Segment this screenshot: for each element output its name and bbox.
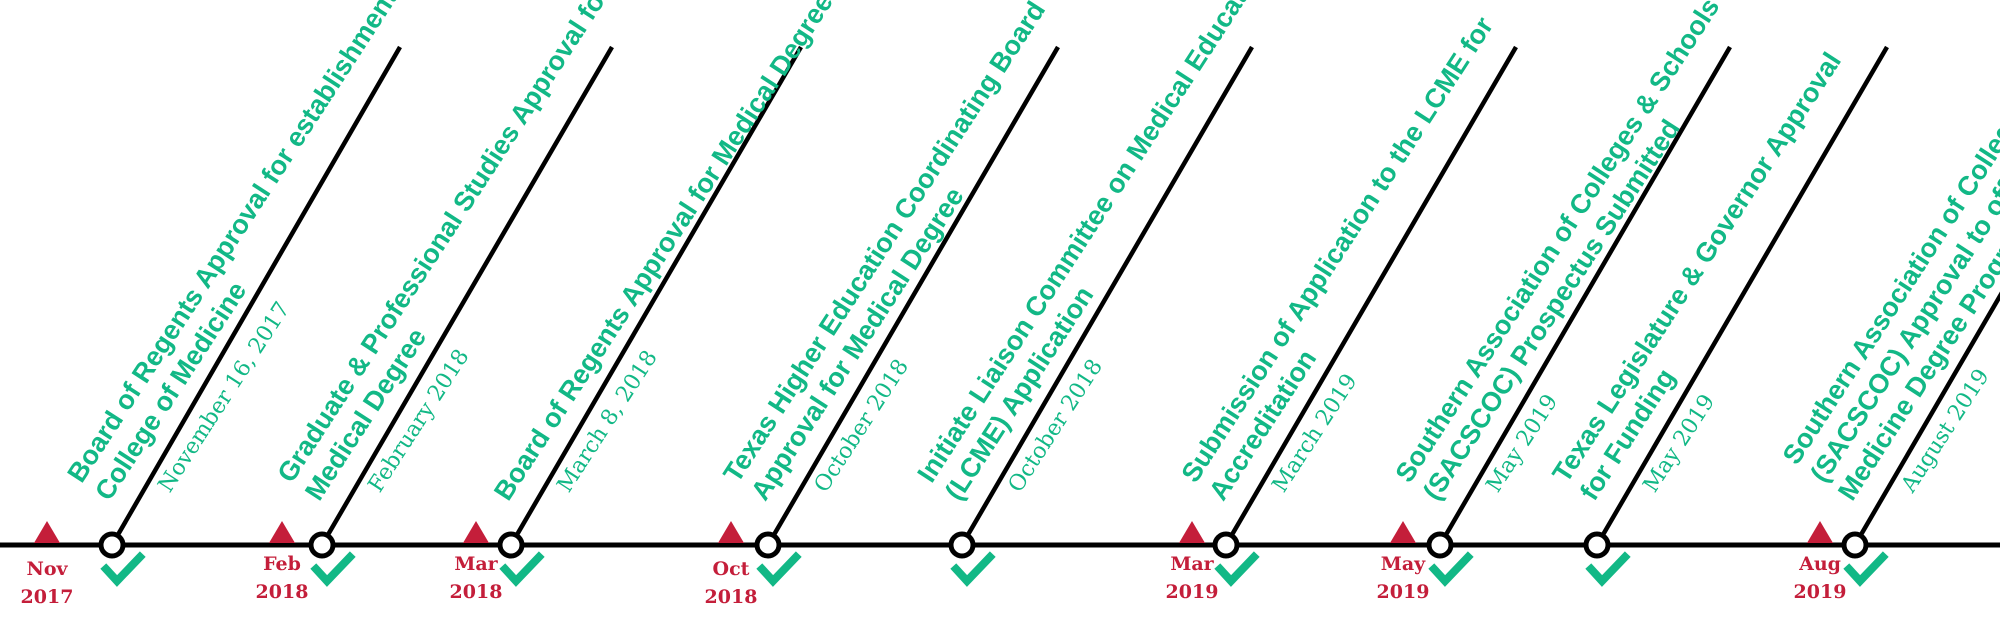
circle-node-icon — [1583, 531, 1611, 559]
milestone-stem — [1853, 291, 2000, 547]
circle-node-icon — [1426, 531, 1454, 559]
checkmark-icon — [1214, 551, 1260, 587]
axis-tick-month: Mar — [454, 553, 498, 575]
axis-tick-month: Nov — [26, 558, 68, 580]
checkmark-icon — [100, 551, 146, 587]
circle-node-icon — [497, 531, 525, 559]
triangle-marker-icon — [1179, 521, 1205, 543]
circle-node-icon — [754, 531, 782, 559]
axis-tick-month: Mar — [1170, 553, 1214, 575]
circle-node-icon — [948, 531, 976, 559]
circle-node-icon — [1212, 531, 1240, 559]
circle-node-icon — [98, 531, 126, 559]
milestone-title: (SACSCOC) Prospectus Submitted — [1417, 114, 1686, 505]
milestone-stem — [1224, 45, 1518, 547]
triangle-marker-icon — [1390, 521, 1416, 543]
milestone-stem — [766, 45, 1060, 547]
checkmark-icon — [310, 551, 356, 587]
triangle-marker-icon — [269, 521, 295, 543]
milestone-stem — [509, 45, 803, 547]
checkmark-icon — [756, 551, 802, 587]
milestone-stem — [1595, 45, 1889, 547]
axis-tick-month: May — [1381, 553, 1426, 575]
milestone-stem — [320, 45, 614, 547]
axis-tick-year: 2018 — [705, 586, 758, 608]
milestone-stem — [110, 45, 402, 547]
checkmark-icon — [1428, 551, 1474, 587]
axis-tick-year: 2019 — [1166, 581, 1219, 603]
axis-tick-month: Aug — [1798, 553, 1841, 575]
triangle-marker-icon — [718, 521, 744, 543]
axis-tick-year: 2018 — [450, 581, 503, 603]
checkmark-icon — [1585, 551, 1631, 587]
triangle-marker-icon — [1807, 521, 1833, 543]
milestone-stem — [1438, 45, 1732, 547]
circle-node-icon — [308, 531, 336, 559]
circle-node-icon — [1841, 531, 1869, 559]
checkmark-icon — [499, 551, 545, 587]
triangle-marker-icon — [34, 521, 60, 543]
triangle-marker-icon — [463, 521, 489, 543]
axis-tick-year: 2019 — [1377, 581, 1430, 603]
axis-tick-month: Oct — [713, 558, 750, 580]
axis-tick-year: 2017 — [21, 586, 74, 608]
milestone-stem — [960, 45, 1254, 547]
axis-tick-year: 2018 — [256, 581, 309, 603]
checkmark-icon — [950, 551, 996, 587]
axis-tick-year: 2019 — [1794, 581, 1847, 603]
checkmark-icon — [1843, 551, 1889, 587]
axis-tick-month: Feb — [263, 553, 301, 575]
